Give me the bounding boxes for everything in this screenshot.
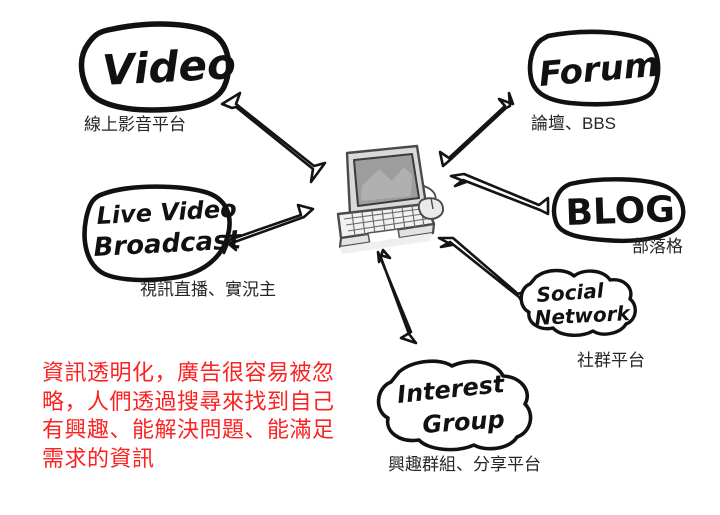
node-blog-label: 部落格	[632, 237, 683, 256]
node-social[interactable]: Social Network	[519, 268, 637, 337]
node-video-label: 線上影音平台	[84, 115, 186, 134]
node-social-bubble-text-line1: Social	[536, 278, 606, 307]
annotation-note-line-3: 有興趣、能解決問題、能滿足	[42, 417, 335, 443]
connector-laptop-interest	[376, 248, 418, 345]
node-interest-label: 興趣群組、分享平台	[388, 455, 541, 474]
node-blog-bubble-text: BLOG	[565, 189, 676, 234]
connector-laptop-video	[220, 91, 327, 184]
node-video-bubble-text: Video	[101, 39, 237, 95]
annotation-note: 資訊透明化，廣告很容易被忽 略，人們透過搜尋來找到自己 有興趣、能解決問題、能滿…	[42, 359, 378, 473]
node-blog[interactable]: BLOG	[551, 177, 686, 244]
node-social-bubble-text-line2: Network	[534, 301, 632, 330]
node-forum[interactable]: Forum	[527, 29, 661, 107]
connector-laptop-forum	[438, 91, 515, 168]
laptop-icon	[336, 144, 444, 254]
node-interest[interactable]: Interest Group	[376, 359, 533, 452]
node-live[interactable]: Live Video Broadcast	[82, 184, 244, 283]
node-social-label: 社群平台	[577, 351, 645, 370]
connector-laptop-live	[222, 203, 315, 255]
node-forum-label: 論壇、BBS	[531, 114, 617, 133]
node-live-label: 視訊直播、實況主	[140, 280, 276, 299]
annotation-note-line-2: 略，人們透過搜尋來找到自己	[42, 388, 335, 414]
node-live-bubble-text-line2: Broadcast	[93, 225, 243, 263]
node-interest-bubble-text-line2: Group	[421, 405, 505, 439]
annotation-note-line-1: 資訊透明化，廣告很容易被忽	[42, 360, 335, 385]
connector-laptop-social	[437, 236, 530, 307]
connector-laptop-blog	[449, 172, 550, 216]
node-video[interactable]: Video	[78, 21, 237, 113]
annotation-note-line-4: 需求的資訊	[42, 445, 155, 471]
